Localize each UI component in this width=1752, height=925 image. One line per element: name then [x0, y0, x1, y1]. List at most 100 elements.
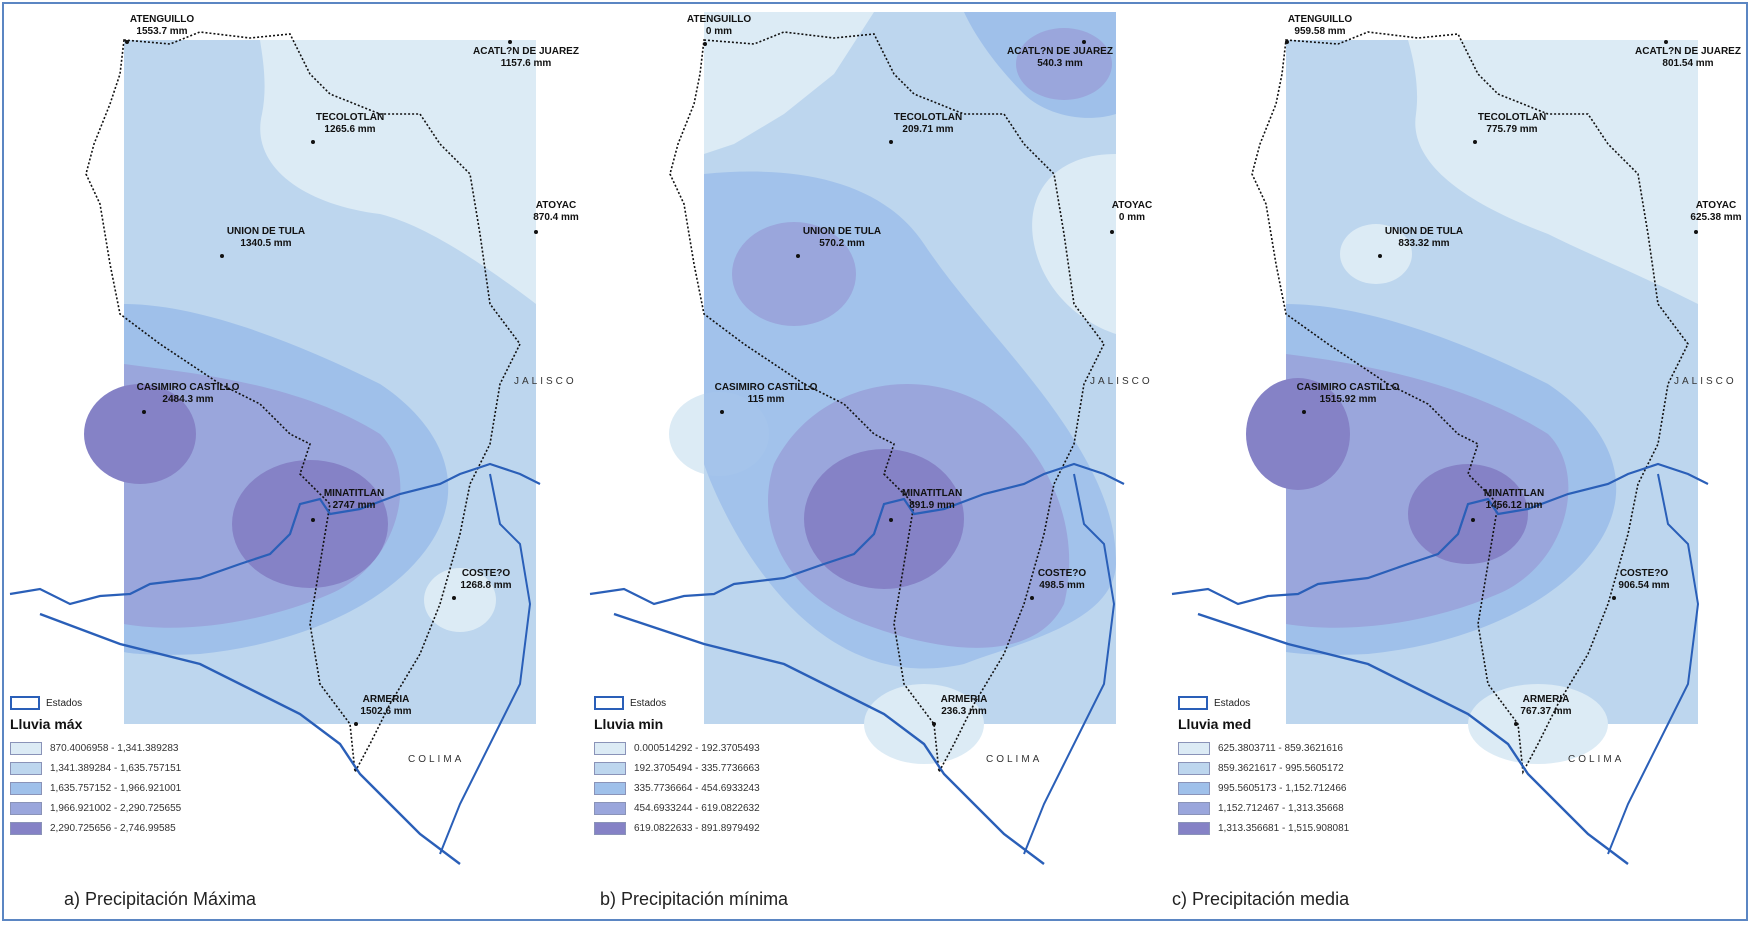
station-dot-atoyac	[1110, 230, 1114, 234]
basin-border	[1251, 31, 1689, 775]
station-dot-acatlan	[508, 40, 512, 44]
basin-border	[85, 31, 521, 775]
legend-item: 859.3621617 - 995.5605172	[1178, 758, 1418, 778]
legend-swatch	[594, 801, 626, 815]
legend-estados: Estados	[594, 694, 834, 712]
caption-c: c) Precipitación media	[1172, 889, 1350, 909]
legend-item: 1,635.757152 - 1,966.921001	[10, 778, 250, 798]
legend-estados: Estados	[1178, 694, 1418, 712]
legend-max: Estados Lluvia máx 870.4006958 - 1,341.3…	[10, 694, 250, 838]
legend-item: 0.000514292 - 192.3705493	[594, 738, 834, 758]
zone-class5-minatitlan	[1408, 464, 1528, 564]
legend-mean: Estados Lluvia med 625.3803711 - 859.362…	[1178, 694, 1418, 838]
station-dot-costeno	[452, 596, 456, 600]
state-boundary-line	[589, 462, 1125, 606]
station-dot-minatitlan	[889, 518, 893, 522]
coastline	[1197, 612, 1629, 865]
estados-symbol	[594, 696, 624, 710]
legend-swatch	[1178, 781, 1210, 795]
state-boundary-east	[439, 473, 532, 855]
zone-class1-north	[260, 40, 536, 304]
station-dot-costeno	[1612, 596, 1616, 600]
station-dot-tecolotlan	[1473, 140, 1477, 144]
station-dot-casimiro-castillo	[1302, 410, 1306, 414]
zone-class1-armeria	[864, 684, 984, 764]
station-dot-union-de-tula	[796, 254, 800, 258]
zone-class1-union	[1340, 224, 1412, 284]
station-dot-tecolotlan	[311, 140, 315, 144]
legend-item: 995.5605173 - 1,152.712466	[1178, 778, 1418, 798]
station-dot-armeria	[1514, 722, 1518, 726]
legend-item: 2,290.725656 - 2,746.99585	[10, 818, 250, 838]
zone-class5-minatitlan	[232, 460, 388, 588]
estados-symbol	[10, 696, 40, 710]
station-dot-acatlan	[1082, 40, 1086, 44]
legend-item: 870.4006958 - 1,341.389283	[10, 738, 250, 758]
zone-class1-costeno	[424, 568, 496, 632]
zone-class1-northwest	[704, 12, 874, 154]
coastline	[39, 612, 461, 865]
legend-swatch	[10, 761, 42, 775]
legend-swatch	[594, 761, 626, 775]
legend-item: 1,313.356681 - 1,515.908081	[1178, 818, 1418, 838]
legend-item: 192.3705494 - 335.7736663	[594, 758, 834, 778]
legend-item: 619.0822633 - 891.8979492	[594, 818, 834, 838]
station-dot-atoyac	[1694, 230, 1698, 234]
zone-class4-union	[732, 222, 856, 326]
state-label-colima: COLIMA	[408, 754, 465, 765]
zone-class4-acatlan	[1016, 28, 1112, 100]
state-label-jalisco: JALISCO	[1090, 376, 1153, 387]
state-boundary-line	[9, 462, 541, 606]
legend-swatch	[1178, 741, 1210, 755]
legend-item: 335.7736664 - 454.6933243	[594, 778, 834, 798]
legend-item: 625.3803711 - 859.3621616	[1178, 738, 1418, 758]
legend-swatch	[594, 741, 626, 755]
zone-class2-south	[704, 464, 1116, 724]
legend-title: Lluvia máx	[10, 716, 83, 732]
state-label-jalisco: JALISCO	[1674, 376, 1737, 387]
zone-class5-minatitlan	[804, 449, 964, 589]
legend-item: 454.6933244 - 619.0822632	[594, 798, 834, 818]
state-label-colima: COLIMA	[1568, 754, 1625, 765]
legend-swatch	[10, 801, 42, 815]
station-dot-atenguillo	[125, 40, 129, 44]
legend-estados: Estados	[10, 694, 250, 712]
legend-swatch	[594, 781, 626, 795]
legend-swatch	[1178, 801, 1210, 815]
caption-b: b) Precipitación mínima	[600, 889, 789, 909]
legend-title: Lluvia min	[594, 716, 664, 732]
station-dot-tecolotlan	[889, 140, 893, 144]
state-label-colima: COLIMA	[986, 754, 1043, 765]
state-boundary-east	[1607, 473, 1700, 855]
legend-swatch	[1178, 761, 1210, 775]
station-dot-atenguillo	[1285, 40, 1289, 44]
legend-item: 1,341.389284 - 1,635.757151	[10, 758, 250, 778]
station-dot-atenguillo	[703, 42, 707, 46]
station-dot-minatitlan	[311, 518, 315, 522]
legend-swatch	[10, 781, 42, 795]
zone-class5-casimiro	[84, 384, 196, 484]
